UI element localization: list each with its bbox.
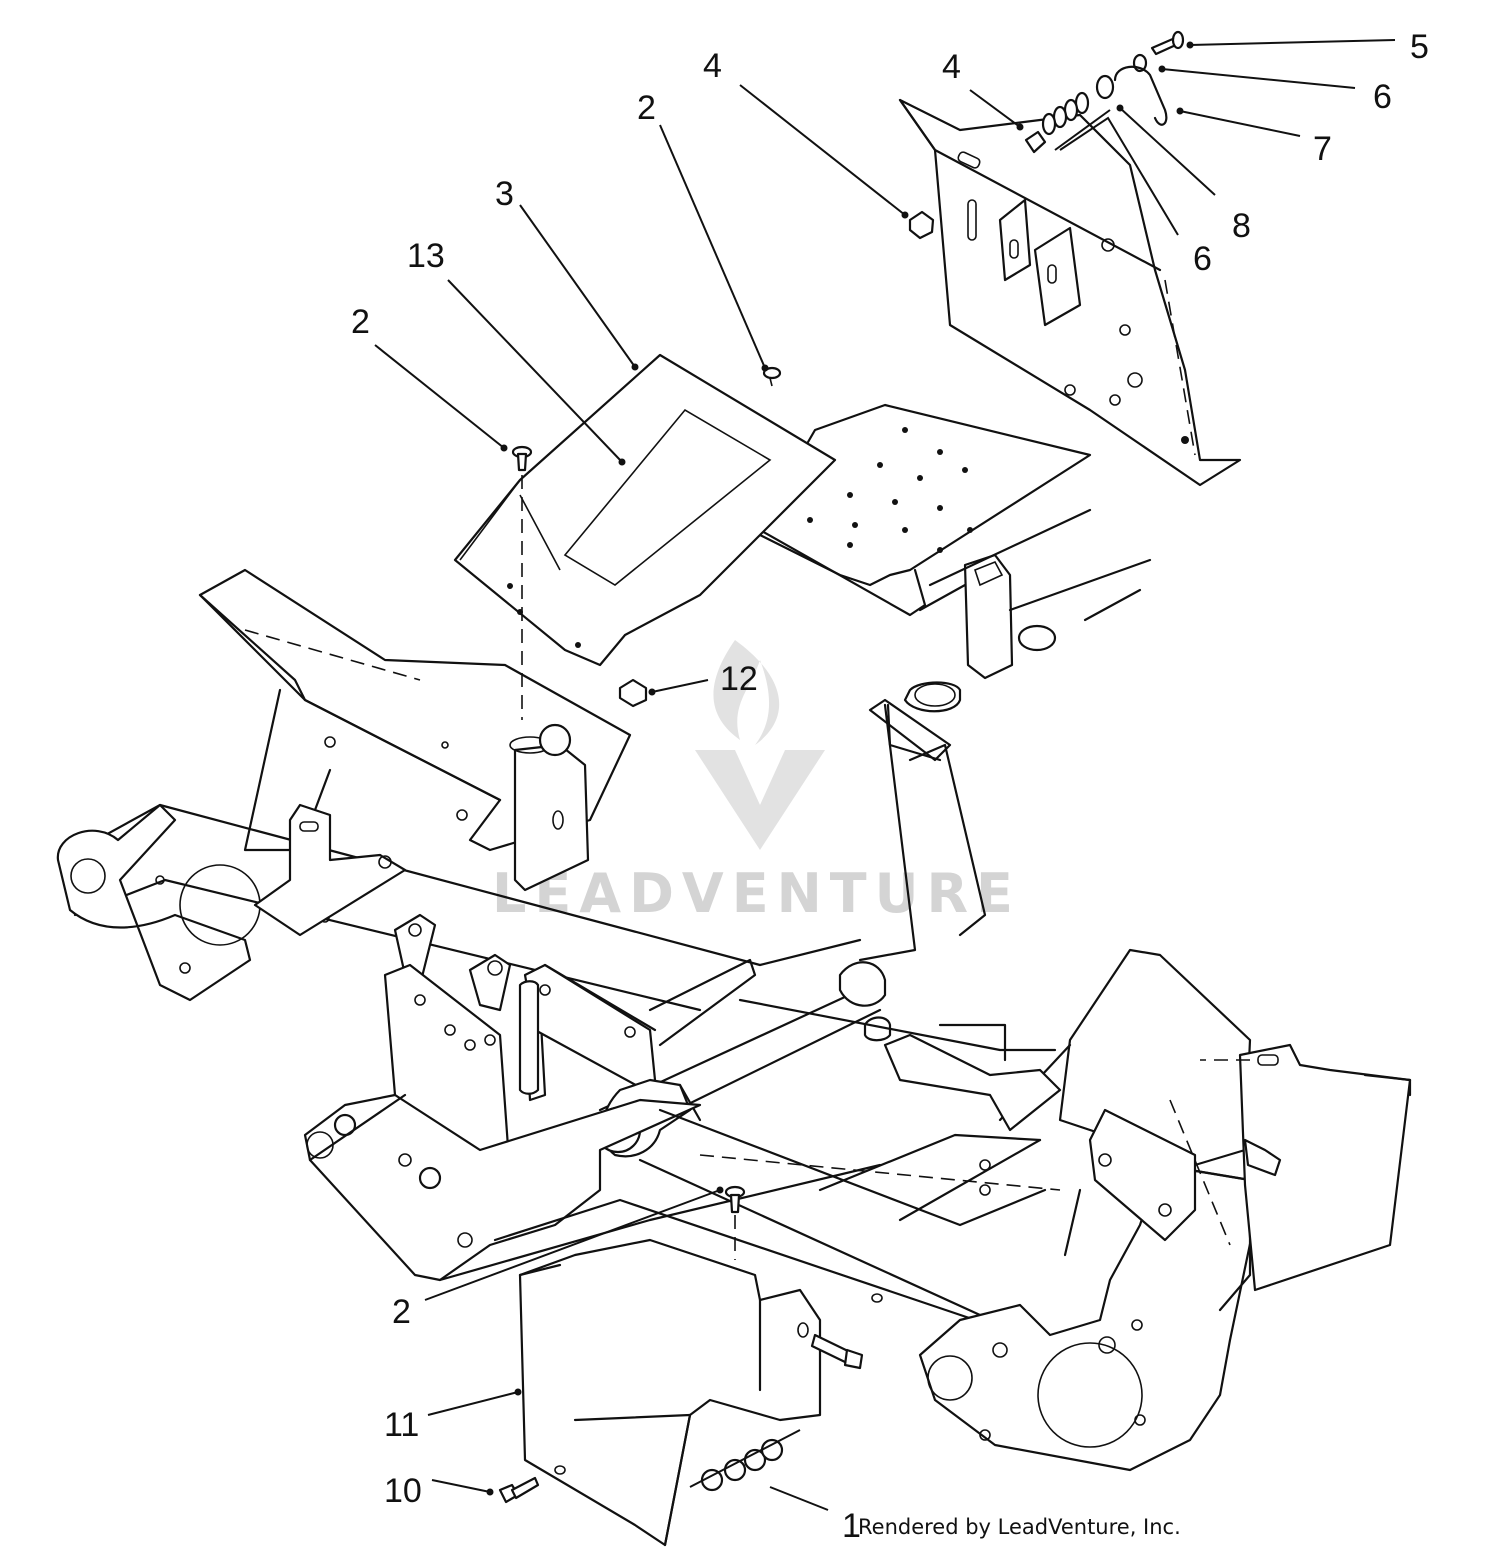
callout-1: 1	[842, 1507, 861, 1545]
nut-12	[618, 678, 648, 708]
callout-2-top: 2	[637, 89, 656, 127]
nut-4	[908, 210, 935, 240]
bolt-guard	[810, 1333, 864, 1370]
bolt-10	[498, 1476, 540, 1504]
guard-11	[518, 1238, 883, 1547]
washer-set-1	[700, 1438, 784, 1492]
callout-12: 12	[720, 660, 758, 698]
watermark-text: LEADVENTURE	[492, 862, 1021, 925]
callout-6-top: 6	[1373, 78, 1392, 116]
screw-2-top	[762, 366, 782, 387]
callout-7: 7	[1313, 130, 1332, 168]
callout-5: 5	[1410, 28, 1429, 66]
callout-11: 11	[384, 1406, 419, 1444]
j-hook-7	[1113, 65, 1168, 126]
panel-3	[453, 353, 837, 667]
callout-4-right: 4	[942, 48, 961, 86]
screw-2-bottom	[724, 1185, 746, 1260]
callout-3: 3	[495, 175, 514, 213]
callout-2-left: 2	[351, 303, 370, 341]
render-credit: Rendered by LeadVenture, Inc.	[858, 1515, 1181, 1539]
bolt-5	[1150, 30, 1185, 56]
foot-plate	[758, 403, 1092, 617]
callout-4-left: 4	[703, 47, 722, 85]
screw-2-left	[511, 445, 533, 720]
leader-lines	[374, 39, 1396, 1511]
main-frame	[56, 508, 1412, 1472]
watermark-logo: LEADVENTURE	[492, 640, 1021, 925]
callout-10: 10	[384, 1472, 422, 1510]
decal-13	[563, 408, 772, 586]
callout-6-bottom: 6	[1193, 240, 1212, 278]
callout-13: 13	[407, 237, 445, 275]
bracket-assembly	[898, 98, 1242, 487]
washer-stack-6	[1024, 74, 1115, 154]
callout-2-bottom: 2	[392, 1293, 411, 1331]
callout-8: 8	[1232, 207, 1251, 245]
callout-labels: 5 6 7 8 6 4 4 2 3 13 2 12 2 11 10 1	[351, 28, 1429, 1545]
